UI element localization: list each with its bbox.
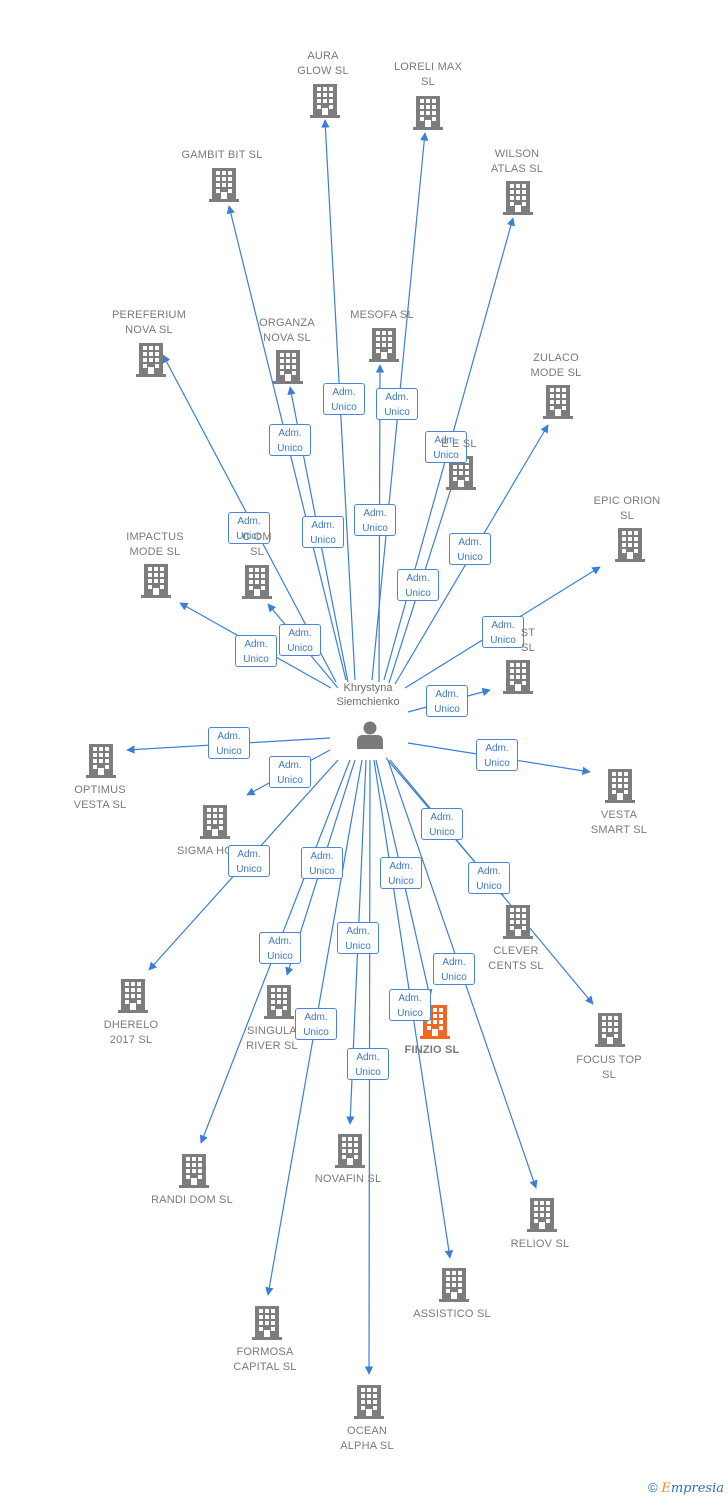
company-label-optimus-vesta[interactable]: OPTIMUS VESTA SL (73, 784, 127, 811)
copyright-icon: © (648, 1480, 658, 1495)
relation-badge-singula-river: Adm. Unico (259, 932, 301, 964)
company-label-reliov[interactable]: RELIOV SL (510, 1238, 570, 1250)
company-label-randi-dom[interactable]: RANDI DOM SL (151, 1194, 233, 1206)
building-icon-aura-glow[interactable] (310, 84, 340, 118)
building-icon-impactus-mode[interactable] (141, 564, 171, 598)
building-icon-pereferium-nova[interactable] (136, 343, 166, 377)
company-label-e-e[interactable]: E E SL (441, 438, 477, 450)
company-label-ocean-alpha[interactable]: OCEAN ALPHA SL (340, 1425, 394, 1452)
relation-badge-finzio: Adm. Unico (380, 857, 422, 889)
person-name[interactable]: Khrystyna Siemchienko (336, 682, 400, 708)
relation-badge-optimus-vesta: Adm. Unico (208, 727, 250, 759)
company-label-st[interactable]: ST SL (520, 627, 536, 654)
relation-badge-reliov: Adm. Unico (433, 953, 475, 985)
relation-badge-st: Adm. Unico (426, 685, 468, 717)
building-icon-organza-nova[interactable] (273, 350, 303, 384)
company-label-loreli-max[interactable]: LORELI MAX SL (393, 61, 463, 88)
building-icon-st[interactable] (503, 660, 533, 694)
building-icon-dherelo[interactable] (118, 979, 148, 1013)
building-icon-clever-cents[interactable] (503, 905, 533, 939)
relation-badge-zulaco-mode: Adm. Unico (397, 569, 439, 601)
building-icon-optimus-vesta[interactable] (86, 744, 116, 778)
building-icon-gambit-bit[interactable] (209, 168, 239, 202)
building-icon-c-om[interactable] (242, 565, 272, 599)
company-label-singula-river[interactable]: SINGULA RIVER SL (246, 1025, 298, 1052)
company-label-clever-cents[interactable]: CLEVER CENTS SL (488, 945, 544, 972)
relation-badge-loreli-max: Adm. Unico (376, 388, 418, 420)
footer-brand[interactable]: © Empresia (648, 1480, 724, 1496)
relation-badge-mesofa: Adm. Unico (354, 504, 396, 536)
building-icon-formosa-capital[interactable] (252, 1306, 282, 1340)
building-icon-novafin[interactable] (335, 1134, 365, 1168)
company-label-formosa-capital[interactable]: FORMOSA CAPITAL SL (233, 1346, 297, 1373)
relation-badge-c-om: Adm. Unico (279, 624, 321, 656)
relation-badge-clever-cents: Adm. Unico (421, 808, 463, 840)
building-icon-ocean-alpha[interactable] (354, 1385, 384, 1419)
company-label-impactus-mode[interactable]: IMPACTUS MODE SL (126, 531, 184, 558)
building-icon-mesofa[interactable] (369, 328, 399, 362)
building-icon-assistico[interactable] (439, 1268, 469, 1302)
relation-badge-pereferium-nova: Adm. Unico (228, 512, 270, 544)
relation-badge-dherelo: Adm. Unico (228, 845, 270, 877)
building-icon-singula-river[interactable] (264, 985, 294, 1019)
relation-badge-ocean-alpha: Adm. Unico (347, 1048, 389, 1080)
relation-badge-assistico: Adm. Unico (389, 989, 431, 1021)
relation-badge-randi-dom: Adm. Unico (301, 847, 343, 879)
company-label-aura-glow[interactable]: AURA GLOW SL (297, 50, 349, 77)
building-icon-focus-top[interactable] (595, 1013, 625, 1047)
building-icon-epic-orion[interactable] (615, 528, 645, 562)
relation-badge-aura-glow: Adm. Unico (323, 383, 365, 415)
relation-badge-wilson-atlas: Adm. Unico (425, 431, 467, 463)
company-label-wilson-atlas[interactable]: WILSON ATLAS SL (490, 148, 544, 175)
relation-badge-sigma-ho: Adm. Unico (269, 756, 311, 788)
company-label-dherelo[interactable]: DHERELO 2017 SL (103, 1019, 159, 1046)
building-icon-vesta-smart[interactable] (605, 769, 635, 803)
company-label-gambit-bit[interactable]: GAMBIT BIT SL (181, 149, 263, 161)
company-label-mesofa[interactable]: MESOFA SL (350, 309, 414, 321)
company-label-c-om[interactable]: C OM SL (242, 531, 272, 558)
person-icon[interactable] (357, 721, 383, 750)
company-label-assistico[interactable]: ASSISTICO SL (413, 1308, 491, 1320)
company-label-pereferium-nova[interactable]: PEREFERIUM NOVA SL (111, 309, 187, 336)
company-label-zulaco-mode[interactable]: ZULACO MODE SL (530, 352, 582, 379)
relation-badge-epic-orion: Adm. Unico (482, 616, 524, 648)
relation-badge-gambit-bit: Adm. Unico (269, 424, 311, 456)
relation-badge-e-e: Adm. Unico (449, 533, 491, 565)
company-label-vesta-smart[interactable]: VESTA SMART SL (590, 809, 648, 836)
company-label-organza-nova[interactable]: ORGANZA NOVA SL (259, 317, 315, 344)
company-label-epic-orion[interactable]: EPIC ORION SL (593, 495, 661, 522)
building-icon-loreli-max[interactable] (413, 96, 443, 130)
company-label-finzio[interactable]: FINZIO SL (404, 1044, 460, 1056)
company-label-novafin[interactable]: NOVAFIN SL (314, 1173, 382, 1185)
building-icon-wilson-atlas[interactable] (503, 181, 533, 215)
building-icon-randi-dom[interactable] (179, 1154, 209, 1188)
relation-badge-focus-top: Adm. Unico (468, 862, 510, 894)
relation-badge-formosa-capital: Adm. Unico (295, 1008, 337, 1040)
relation-badge-novafin: Adm. Unico (337, 922, 379, 954)
company-label-focus-top[interactable]: FOCUS TOP SL (576, 1054, 642, 1081)
building-icon-zulaco-mode[interactable] (543, 385, 573, 419)
relation-badge-vesta-smart: Adm. Unico (476, 739, 518, 771)
building-icon-reliov[interactable] (527, 1198, 557, 1232)
relation-badge-impactus-mode: Adm. Unico (235, 635, 277, 667)
relation-badge-organza-nova: Adm. Unico (302, 516, 344, 548)
building-icon-sigma-ho[interactable] (200, 805, 230, 839)
brand-logo: Empresia (661, 1481, 724, 1496)
